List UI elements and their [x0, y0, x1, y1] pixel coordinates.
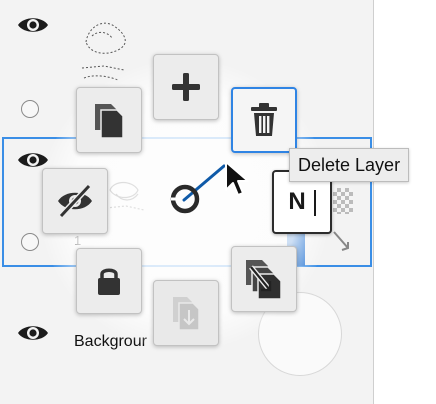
tooltip: Delete Layer — [289, 148, 410, 182]
eye-icon[interactable] — [16, 322, 50, 344]
lock-layer-button[interactable] — [76, 248, 142, 314]
copy-merged-button[interactable] — [231, 246, 297, 312]
layer-radio-2[interactable] — [21, 233, 39, 251]
eye-icon[interactable] — [16, 149, 50, 171]
eye-icon[interactable] — [16, 14, 50, 36]
merge-down-icon — [173, 297, 200, 331]
trash-icon — [251, 103, 277, 136]
new-layer-button[interactable] — [153, 54, 219, 120]
mouse-cursor-icon — [224, 160, 250, 203]
toggle-visibility-button[interactable] — [42, 168, 108, 234]
merge-down-button[interactable] — [153, 280, 219, 346]
eye-slash-icon — [58, 184, 92, 218]
blend-arrow-icon — [330, 228, 352, 259]
n-text-icon: N — [288, 188, 306, 215]
duplicate-icon — [95, 104, 124, 139]
plus-icon — [172, 73, 200, 101]
lock-icon — [98, 268, 120, 295]
text-caret-icon — [314, 190, 316, 216]
transparency-swatch — [333, 188, 353, 214]
duplicate-layer-button[interactable] — [76, 87, 142, 153]
copy-merged-icon — [246, 260, 282, 300]
pie-center-icon — [168, 182, 202, 221]
layer-thumbnail-sketch[interactable] — [74, 8, 154, 91]
layer-radio-1[interactable] — [21, 100, 39, 118]
delete-layer-button[interactable] — [231, 87, 297, 153]
